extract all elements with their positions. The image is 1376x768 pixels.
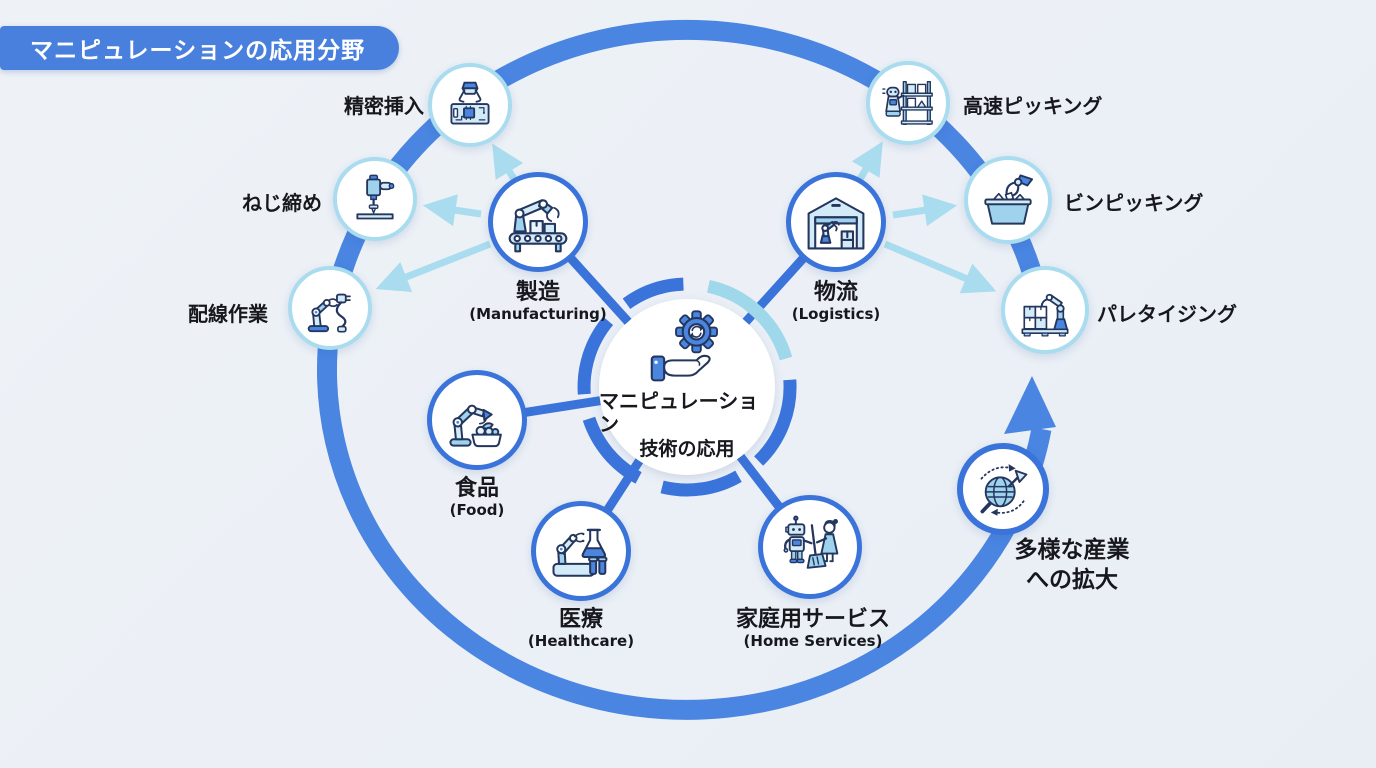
label-precision-insertion: 精密挿入 — [344, 94, 424, 118]
hand-gear-icon — [650, 310, 718, 382]
hub-ring — [577, 277, 797, 497]
lab-robot-arm-icon — [552, 528, 608, 577]
warehouse-robot-icon — [807, 197, 865, 250]
node-high-speed-picking — [866, 61, 950, 145]
hub-node: マニピュレーション 技術の応用 — [599, 299, 775, 475]
node-home-services — [758, 495, 862, 599]
palletizing-robot-icon — [1021, 293, 1069, 337]
label-high-speed-picking: 高速ピッキング — [963, 94, 1103, 118]
node-food — [427, 370, 527, 470]
label-food: 食品 (Food) — [449, 476, 505, 520]
label-healthcare: 医療 (Healthcare) — [527, 607, 635, 651]
node-expansion — [957, 443, 1049, 535]
label-manufacturing: 製造 (Manufacturing) — [469, 280, 607, 324]
node-wiring-work — [288, 266, 372, 350]
shelf-picking-robot-icon — [882, 80, 933, 126]
node-screw-tightening — [333, 157, 417, 241]
node-palletizing — [1001, 266, 1089, 354]
node-precision-insertion — [428, 63, 512, 147]
gripper-pcb-icon — [450, 81, 490, 125]
bin-picking-gripper-icon — [984, 174, 1034, 225]
node-bin-picking — [964, 156, 1052, 244]
node-logistics — [786, 172, 886, 272]
food-robot-arm-icon — [449, 404, 502, 448]
application-arrows — [375, 141, 997, 294]
label-wiring-work: 配線作業 — [188, 302, 268, 326]
globe-expansion-icon — [980, 464, 1028, 516]
hub-label-line2: 技術の応用 — [639, 438, 735, 460]
factory-robot-arm-icon — [508, 199, 568, 253]
home-service-robot-icon — [783, 515, 839, 569]
hub-label-line1: マニピュレーション — [599, 389, 759, 436]
screwdriver-icon — [356, 174, 395, 220]
cycle-arrowhead-icon — [1004, 376, 1056, 434]
label-expansion: 多様な産業 への拡大 — [1014, 537, 1130, 594]
node-healthcare — [531, 501, 631, 601]
label-screw-tightening: ねじ締め — [242, 191, 322, 215]
page-title: マニピュレーションの応用分野 — [0, 26, 400, 70]
node-manufacturing — [488, 172, 588, 272]
cable-robot-arm-icon — [307, 293, 351, 333]
label-logistics: 物流 (Logistics) — [791, 280, 881, 324]
label-home-services: 家庭用サービス (Home Services) — [735, 607, 890, 651]
label-bin-picking: ビンピッキング — [1064, 191, 1204, 215]
label-palletizing: パレタイジング — [1097, 302, 1237, 326]
